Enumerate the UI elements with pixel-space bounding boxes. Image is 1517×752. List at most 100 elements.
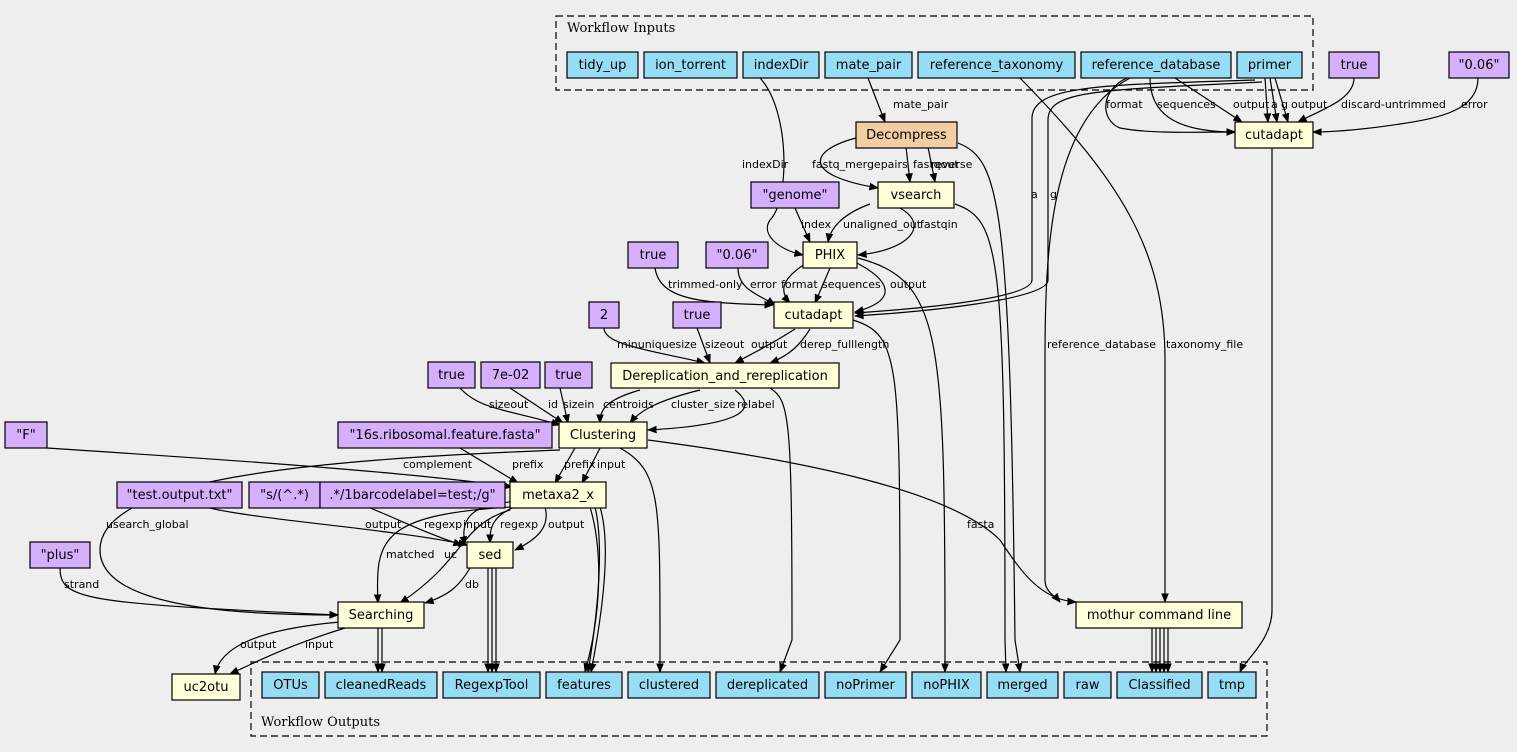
param-barcode-label[interactable]: .*/1barcodelabel=test;/g"	[319, 481, 506, 509]
input-primer[interactable]: primer	[1236, 51, 1303, 79]
output-cleanedreads[interactable]: cleanedReads	[324, 671, 438, 699]
input-tidy-up[interactable]: tidy_up	[566, 51, 639, 79]
node-label: cleanedReads	[336, 678, 427, 693]
input-reference-taxonomy[interactable]: reference_taxonomy	[917, 51, 1076, 79]
output-nophix[interactable]: noPHIX	[911, 671, 982, 699]
param-F[interactable]: "F"	[4, 421, 48, 449]
param-7e-02[interactable]: 7e-02	[480, 361, 541, 389]
edge-relabel	[647, 389, 746, 434]
edge-clustering-clustered	[619, 447, 664, 673]
node-label: 2	[600, 308, 608, 323]
workflow-inputs-cluster: Workflow Inputs	[555, 15, 1314, 91]
output-merged[interactable]: merged	[986, 671, 1059, 699]
step-phix[interactable]: PHIX	[802, 241, 858, 269]
edge-id	[509, 387, 564, 424]
label-taxonomy-file: taxonomy_file	[1166, 338, 1243, 351]
param-genome[interactable]: "genome"	[750, 181, 840, 209]
input-reference-database[interactable]: reference_database	[1080, 51, 1232, 79]
label-uc: uc	[444, 548, 457, 561]
label-complement: complement	[403, 458, 473, 471]
label-cluster-size: cluster_size	[671, 398, 735, 411]
node-label: true	[640, 248, 667, 263]
param-2[interactable]: 2	[588, 301, 620, 329]
param-s-regex[interactable]: "s/(^.*)	[248, 481, 321, 509]
step-searching[interactable]: Searching	[337, 601, 425, 629]
label-unaligned-out: unaligned_out	[843, 218, 922, 231]
param-006-b[interactable]: "0.06"	[705, 241, 769, 269]
label-a-mid: a	[1031, 188, 1038, 201]
node-label: tmp	[1219, 678, 1245, 693]
output-raw[interactable]: raw	[1063, 671, 1112, 699]
output-tmp[interactable]: tmp	[1207, 671, 1257, 699]
step-uc2otu[interactable]: uc2otu	[171, 673, 241, 701]
label-derep-fulllength: derep_fulllength	[800, 338, 889, 351]
param-true-2[interactable]: true	[627, 241, 679, 269]
step-dereplication[interactable]: Dereplication_and_rereplication	[610, 362, 840, 389]
output-features[interactable]: features	[545, 671, 623, 699]
label-output-derep: output	[751, 338, 788, 351]
label-output-top: output	[1233, 98, 1270, 111]
node-label: ion_torrent	[655, 58, 726, 73]
param-16s-fasta[interactable]: "16s.ribosomal.feature.fasta"	[337, 421, 553, 449]
node-label: mate_pair	[836, 58, 902, 73]
step-cutadapt-mid[interactable]: cutadapt	[773, 301, 854, 329]
label-a-top: a	[1271, 98, 1278, 111]
edge-output-mid	[854, 261, 886, 314]
edge-unaligned-out	[825, 203, 871, 243]
edge-sequences-mid	[814, 267, 831, 304]
node-label: "test.output.txt"	[127, 488, 233, 503]
label-error-top: error	[1461, 98, 1488, 111]
edge-output-uc	[213, 621, 341, 675]
input-indexdir[interactable]: indexDir	[742, 51, 820, 79]
node-label: primer	[1248, 58, 1292, 73]
node-label: uc2otu	[184, 680, 229, 695]
output-dereplicated[interactable]: dereplicated	[715, 671, 820, 699]
edge-fastq-mergepairs	[819, 137, 879, 191]
step-decompress[interactable]: Decompress	[855, 121, 958, 149]
edge-discard	[1297, 77, 1355, 123]
step-clustering[interactable]: Clustering	[558, 421, 648, 449]
node-label: "s/(^.*)	[260, 488, 309, 503]
param-true-3[interactable]: true	[672, 301, 722, 329]
param-true-5[interactable]: true	[544, 361, 593, 389]
param-test-output[interactable]: "test.output.txt"	[116, 481, 243, 509]
edge-index	[794, 207, 811, 243]
param-true-1[interactable]: true	[1328, 51, 1380, 79]
node-label: raw	[1076, 678, 1100, 693]
node-label: "plus"	[41, 548, 80, 563]
input-ion-torrent[interactable]: ion_torrent	[643, 51, 738, 79]
edge-input-uc	[229, 627, 346, 675]
edge-metaxa-features2	[585, 506, 601, 673]
output-classified[interactable]: Classified	[1116, 671, 1203, 699]
step-sed[interactable]: sed	[466, 541, 514, 569]
output-regexptool[interactable]: RegexpTool	[442, 671, 541, 699]
node-label: metaxa2_x	[522, 488, 594, 503]
step-vsearch[interactable]: vsearch	[877, 181, 955, 209]
node-label: Dereplication_and_rereplication	[622, 369, 828, 384]
node-label: "0.06"	[1459, 58, 1500, 73]
edge-error-mid	[737, 267, 776, 306]
step-cutadapt-top[interactable]: cutadapt	[1234, 121, 1314, 149]
node-label: OTUs	[273, 678, 308, 693]
param-plus[interactable]: "plus"	[29, 541, 91, 569]
input-mate-pair[interactable]: mate_pair	[824, 51, 913, 79]
step-mothur-command-line[interactable]: mothur command line	[1075, 601, 1243, 629]
param-true-4[interactable]: true	[427, 361, 476, 389]
edge-uc	[399, 509, 511, 604]
output-otus[interactable]: OTUs	[261, 671, 320, 699]
step-metaxa2-x[interactable]: metaxa2_x	[509, 481, 607, 509]
edge-vsearch-merged	[954, 203, 1010, 673]
edge-output-derep	[734, 328, 796, 364]
edge-matched	[373, 506, 511, 604]
output-noprimer[interactable]: noPrimer	[824, 671, 907, 699]
label-output-uc: output	[240, 638, 277, 651]
label-centroids: centroids	[603, 398, 654, 411]
output-clustered[interactable]: clustered	[627, 671, 711, 699]
edge-output-sed1	[209, 507, 468, 547]
param-006-a[interactable]: "0.06"	[1448, 51, 1510, 79]
label-regexp2: regexp	[500, 518, 538, 531]
label-sizeout-derep: sizeout	[705, 338, 745, 351]
label-fastqout: fastqout	[913, 158, 959, 171]
edge-error-top	[1312, 77, 1479, 136]
